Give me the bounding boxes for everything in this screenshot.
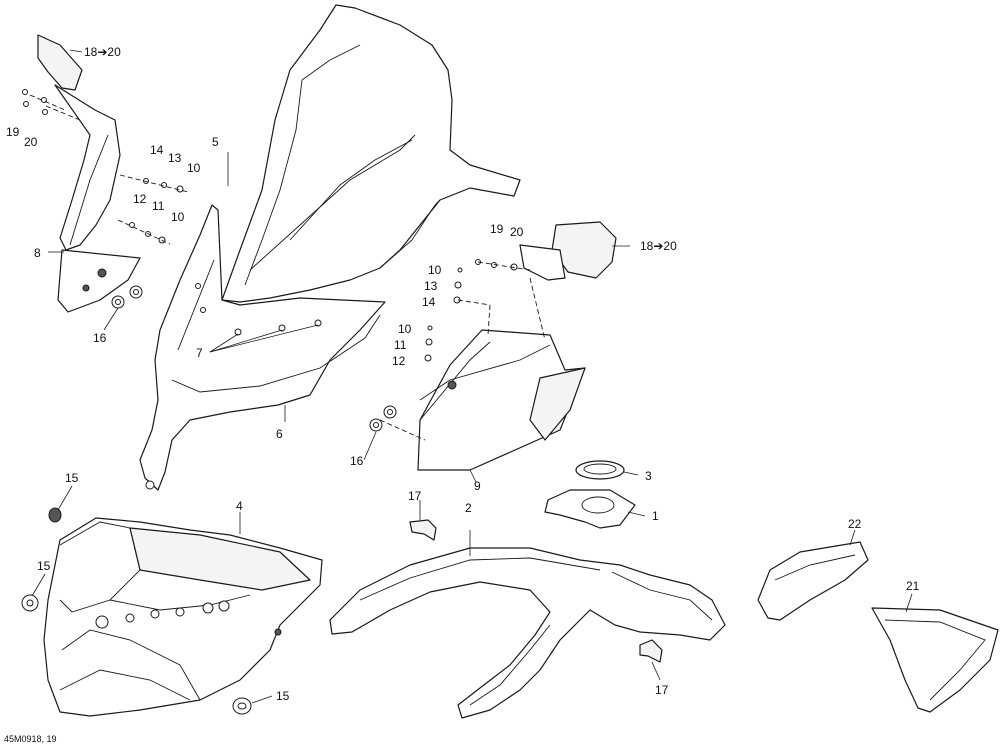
callout-18-20-left: 18➔20 [84,45,121,59]
callout-8: 8 [34,246,41,260]
callout-5: 5 [212,135,219,149]
callout-21: 21 [906,579,920,593]
callout-15-upper: 15 [65,471,79,485]
gauge-ring [575,460,625,480]
side-panel-lower [871,607,999,713]
drawing-code: 45M0918, 19 [4,734,57,744]
clip-lower [639,639,663,663]
callout-12-left: 12 [133,192,147,206]
callout-10-right-upper: 10 [428,263,442,277]
callout-4: 4 [236,499,243,513]
callout-19-left: 19 [6,125,20,139]
callout-12-right: 12 [392,354,406,368]
windshield [221,4,521,303]
front-panel [139,204,386,491]
callout-10-left-upper: 10 [187,161,201,175]
callout-18-20-right: 18➔20 [640,239,677,253]
callout-22: 22 [848,517,862,531]
callout-14-right: 14 [422,295,436,309]
callout-13-right: 13 [424,279,438,293]
callout-16-left: 16 [93,331,107,345]
headlight-housing [21,507,323,717]
leader-lines [31,49,913,704]
clip-upper [409,519,437,541]
callout-19-right: 19 [490,222,504,236]
callout-20-left: 20 [24,135,38,149]
callout-6: 6 [276,427,283,441]
callout-15-middle: 15 [37,559,51,573]
callout-20-right: 20 [510,225,524,239]
left-mirror-assembly [22,34,189,313]
upper-cowl [329,547,726,719]
callout-labels: 18➔20 19 20 14 13 10 12 11 10 5 8 16 7 6… [6,45,920,703]
callout-16-right: 16 [350,454,364,468]
callout-9: 9 [474,479,481,493]
callout-15-lower: 15 [276,689,290,703]
callout-10-left-lower: 10 [171,210,185,224]
side-panel-upper [757,541,869,621]
callout-1: 1 [652,509,659,523]
callout-11-right: 11 [394,338,407,352]
callout-13-left: 13 [168,151,182,165]
gauge-support [544,489,636,529]
callout-14-left: 14 [150,143,164,157]
callout-17-upper: 17 [408,489,422,503]
callout-2: 2 [465,501,472,515]
callout-11-left: 11 [152,199,165,213]
right-mirror-assembly [369,221,617,471]
callout-10-right-lower: 10 [398,322,412,336]
callout-3: 3 [645,469,652,483]
callout-7: 7 [196,346,203,360]
callout-17-lower: 17 [655,683,669,697]
